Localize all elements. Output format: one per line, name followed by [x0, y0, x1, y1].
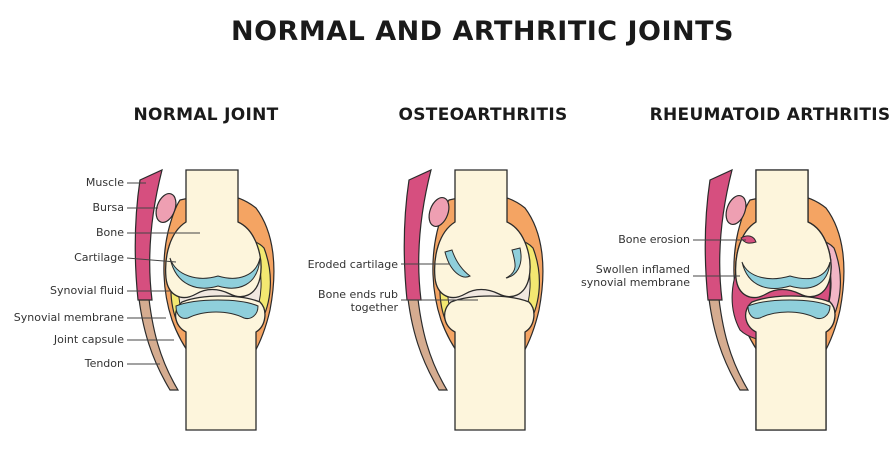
label-synovial-membrane: Synovial membrane	[14, 311, 124, 324]
label-synovial-fluid: Synovial fluid	[50, 284, 124, 297]
label-muscle: Muscle	[86, 176, 124, 189]
label-joint-capsule: Joint capsule	[53, 333, 124, 346]
cartilage-lower	[175, 299, 259, 319]
cartilage-upper	[741, 261, 831, 289]
upper-bone	[734, 169, 832, 299]
bursa	[725, 194, 747, 226]
eroded-cartilage-left	[444, 249, 471, 278]
eroded-cartilage-right	[505, 247, 522, 279]
panel-title-rheumatoid: RHEUMATOID ARTHRITIS	[649, 105, 890, 125]
lower-bone	[745, 295, 836, 431]
label-swollen-1: Swollen inflamed	[596, 263, 690, 276]
panel-title-normal: NORMAL JOINT	[133, 105, 279, 125]
label-bone: Bone	[96, 226, 124, 239]
osteoarthritis-joint	[404, 170, 543, 430]
label-bone-erosion: Bone erosion	[618, 233, 690, 246]
rheumatoid-joint	[705, 169, 844, 431]
label-eroded-cartilage: Eroded cartilage	[308, 258, 399, 271]
cartilage-upper	[169, 257, 261, 289]
panel-title-osteoarthritis: OSTEOARTHRITIS	[398, 105, 568, 125]
label-bursa: Bursa	[92, 201, 124, 214]
normal-joint	[135, 170, 274, 430]
label-bone-ends-rub-2: together	[351, 301, 399, 314]
label-cartilage: Cartilage	[74, 251, 124, 264]
bone-erosion	[740, 235, 757, 244]
label-tendon: Tendon	[84, 357, 124, 370]
cartilage-lower	[747, 299, 831, 319]
bursa	[155, 192, 177, 224]
label-bone-ends-rub-1: Bone ends rub	[318, 288, 398, 301]
label-swollen-2: synovial membrane	[581, 276, 690, 289]
normal-joint-labels: Muscle Bursa Bone Cartilage Synovial flu…	[14, 176, 200, 370]
osteoarthritis-labels: Eroded cartilage Bone ends rub together	[308, 258, 478, 314]
rheumatoid-labels: Bone erosion Swollen inflamed synovial m…	[581, 233, 746, 289]
bursa	[428, 196, 450, 228]
page-title: NORMAL AND ARTHRITIC JOINTS	[230, 16, 735, 47]
